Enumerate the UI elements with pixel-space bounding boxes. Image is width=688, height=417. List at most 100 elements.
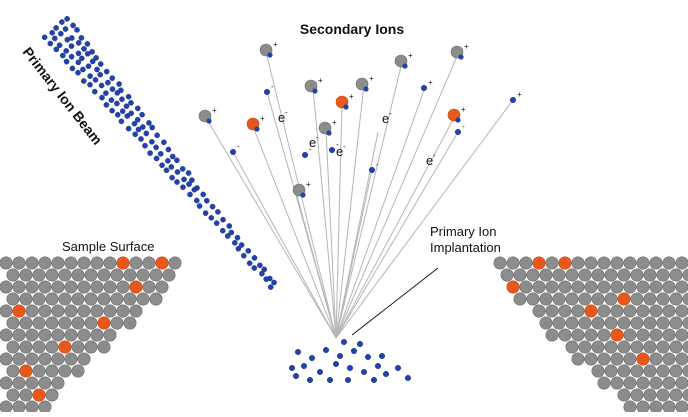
trajectory-line xyxy=(266,91,337,339)
trajectory-line xyxy=(335,102,343,339)
substrate-atom xyxy=(123,316,137,330)
minus-charge-symbol: - xyxy=(376,160,379,169)
substrate-atom xyxy=(584,280,598,294)
substrate-atom xyxy=(84,268,98,282)
substrate-atom xyxy=(51,280,65,294)
implanted-ion xyxy=(347,365,354,372)
substrate-atom xyxy=(649,280,663,294)
substrate-atom xyxy=(58,292,72,306)
substrate-atom xyxy=(532,280,546,294)
primary-ion xyxy=(157,150,164,157)
substrate-atom xyxy=(597,352,611,366)
primary-ion xyxy=(134,105,141,112)
substrate-atom xyxy=(617,316,631,330)
substrate-atom xyxy=(19,340,33,354)
minus-charge-symbol: - xyxy=(271,82,274,91)
substrate-atom xyxy=(675,352,688,366)
primary-ion xyxy=(128,110,134,117)
substrate-atom xyxy=(45,292,59,306)
substrate-atom xyxy=(643,292,657,306)
substrate-atom xyxy=(649,352,663,366)
substrate-atom xyxy=(604,340,618,354)
implanted-ion xyxy=(345,377,352,384)
primary-ion xyxy=(138,136,144,142)
substrate-atom xyxy=(591,292,605,306)
primary-ion xyxy=(165,157,171,164)
primary-ion xyxy=(75,59,82,66)
substrate-atom xyxy=(662,400,676,414)
primary-ion xyxy=(70,22,76,29)
substrate-atom xyxy=(38,400,52,414)
substrate-atom xyxy=(675,304,688,318)
substrate-atom xyxy=(669,388,683,402)
primary-ion xyxy=(105,79,111,86)
implanted-ion xyxy=(341,339,348,346)
primary-ion xyxy=(238,242,245,248)
substrate-atom xyxy=(25,328,39,342)
implantation-pointer-line xyxy=(351,267,439,336)
substrate-atom xyxy=(19,316,33,330)
substrate-atom xyxy=(123,268,137,282)
substrate-atom xyxy=(0,304,13,318)
substrate-atom xyxy=(77,280,91,294)
primary-ion xyxy=(114,90,121,96)
substrate-atom xyxy=(565,292,579,306)
substrate-atom xyxy=(565,316,579,330)
substrate-atom xyxy=(103,304,117,318)
dopant-atom xyxy=(532,256,546,270)
dopant-atom xyxy=(506,280,520,294)
implanted-ion xyxy=(379,353,386,360)
substrate-atom xyxy=(610,280,624,294)
substrate-atom xyxy=(604,268,618,282)
substrate-atom xyxy=(38,352,52,366)
substrate-atom xyxy=(110,292,124,306)
bound-ion xyxy=(455,117,461,123)
substrate-atom xyxy=(0,328,13,342)
dopant-atom xyxy=(129,280,143,294)
primary-ion xyxy=(49,29,56,36)
substrate-atom xyxy=(64,352,78,366)
primary-ion-beam xyxy=(41,15,277,290)
primary-ion xyxy=(168,164,175,170)
plus-charge-symbol: + xyxy=(260,114,265,123)
primary-ion xyxy=(63,48,69,54)
primary-ion xyxy=(174,169,181,175)
primary-ion xyxy=(139,111,145,118)
primary-ion xyxy=(215,209,221,215)
substrate-atom xyxy=(12,328,26,342)
plus-charge-symbol: + xyxy=(332,118,337,127)
primary-ion xyxy=(149,124,155,131)
dopant-atom xyxy=(155,256,169,270)
trajectory-line xyxy=(335,131,379,339)
substrate-atom xyxy=(71,340,85,354)
substrate-atom xyxy=(656,268,670,282)
primary-ion xyxy=(84,41,91,47)
substrate-atom xyxy=(623,280,637,294)
substrate-atom xyxy=(597,280,611,294)
primary-ion xyxy=(261,266,268,273)
primary-ion xyxy=(213,220,220,226)
substrate-atom xyxy=(12,376,26,390)
substrate-atom xyxy=(58,268,72,282)
secondary-small-ion xyxy=(302,151,309,158)
primary-ion xyxy=(163,167,170,174)
primary-ion xyxy=(98,82,105,89)
substrate-atom xyxy=(45,364,59,378)
substrate-atom xyxy=(545,304,559,318)
diagram-title: Secondary Ions xyxy=(300,21,404,37)
substrate-atom xyxy=(168,256,182,270)
substrate-atom xyxy=(506,256,520,270)
substrate-atom xyxy=(123,292,137,306)
substrate-atom xyxy=(71,364,85,378)
trajectory-line xyxy=(335,53,459,339)
substrate-atom xyxy=(643,388,657,402)
bound-ion xyxy=(402,63,408,69)
substrate-atom xyxy=(669,268,683,282)
substrate-atom xyxy=(19,292,33,306)
bound-ion xyxy=(312,88,318,94)
primary-ion xyxy=(234,234,241,241)
implanted-ion xyxy=(289,365,296,372)
plus-charge-symbol: + xyxy=(428,78,433,87)
substrate-atom xyxy=(142,256,156,270)
substrate-atom xyxy=(51,304,65,318)
